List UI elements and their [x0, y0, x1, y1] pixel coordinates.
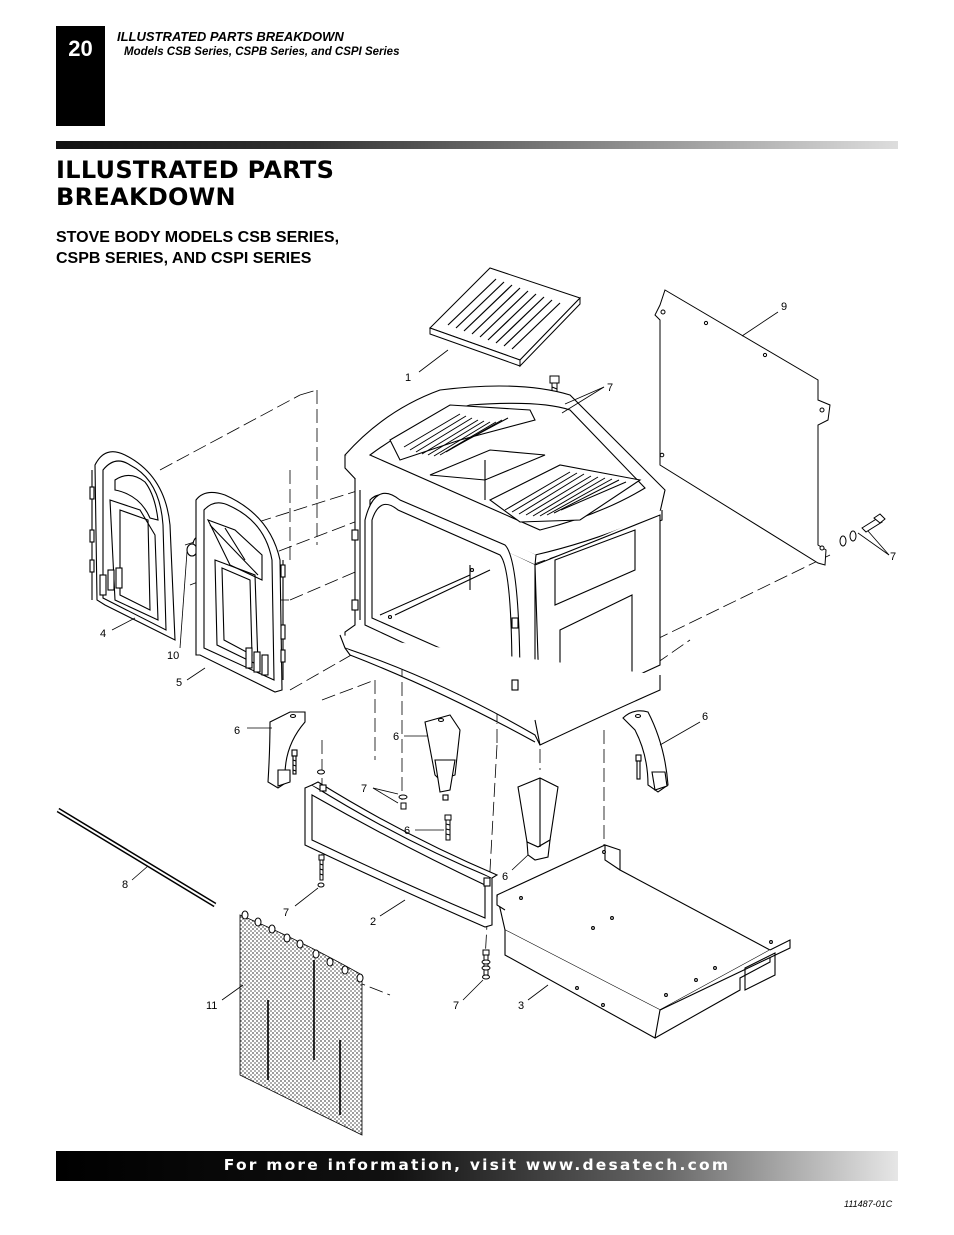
part-3-bottom-shield [496, 844, 791, 1039]
part-1-top-grate [429, 267, 581, 368]
callout-9: 9 [781, 301, 787, 313]
document-number: 111487-01C [844, 1199, 893, 1209]
callout-6: 6 [702, 711, 708, 723]
page-number-block: 20 [56, 26, 105, 126]
callout-1: 1 [405, 372, 411, 384]
callout-7: 7 [361, 783, 367, 795]
callout-7: 7 [453, 1000, 459, 1012]
part-6-leg-left [267, 711, 306, 789]
callout-labels: 1 9 7 7 4 10 5 6 6 6 7 6 6 8 7 2 11 7 3 [100, 301, 896, 1012]
callout-4: 4 [100, 628, 106, 640]
part-6-leg-tall [517, 777, 559, 861]
callout-8: 8 [122, 879, 128, 891]
callout-6: 6 [404, 825, 410, 837]
callout-5: 5 [176, 677, 182, 689]
part-6-leg-right [622, 710, 669, 793]
footer-bar: For more information, visit www.desatech… [56, 1151, 898, 1181]
leader-lines [111, 311, 890, 1001]
page-number: 20 [68, 36, 93, 61]
callout-2: 2 [370, 916, 376, 928]
callout-10: 10 [167, 650, 179, 662]
part-8-rod [56, 807, 217, 908]
part-4-door [89, 451, 176, 641]
callout-3: 3 [518, 1000, 524, 1012]
callout-11: 11 [206, 1000, 217, 1012]
callout-7: 7 [890, 551, 896, 563]
callout-7: 7 [607, 382, 613, 394]
part-5-door [195, 491, 286, 693]
part-2-front-trim [304, 781, 499, 928]
header-gradient-rule [56, 141, 898, 149]
part-11-mesh-screen [239, 910, 364, 1136]
callout-6: 6 [234, 725, 240, 737]
callout-6: 6 [502, 871, 508, 883]
part-9-heat-shield [654, 289, 831, 566]
part-7-bolts-lower [317, 769, 491, 980]
part-6-leg-center [424, 714, 461, 801]
running-header-title: ILLUSTRATED PARTS BREAKDOWN [117, 29, 344, 44]
callout-6: 6 [393, 731, 399, 743]
callout-7: 7 [283, 907, 289, 919]
part-6-screw-center [398, 794, 452, 841]
stove-body [339, 385, 666, 746]
footer-website-text: For more information, visit www.desatech… [223, 1156, 731, 1174]
section-heading: STOVE BODY MODELS CSB SERIES, CSPB SERIE… [56, 229, 340, 267]
page-title: ILLUSTRATED PARTS BREAKDOWN [56, 156, 335, 211]
part-7-bolt-right [839, 513, 886, 547]
running-header-models: Models CSB Series, CSPB Series, and CSPI… [124, 46, 400, 58]
